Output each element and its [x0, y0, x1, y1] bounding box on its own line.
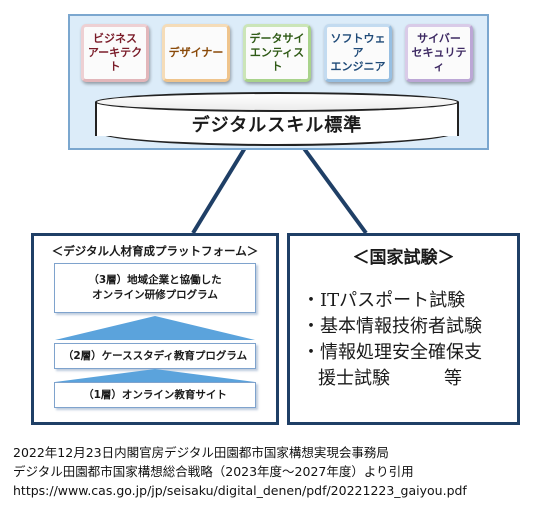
role-card-designer: デザイナー — [162, 24, 230, 82]
layer-3-box: （3層）地域企業と協働した オンライン研修プログラム — [54, 263, 256, 313]
exam-item-it-passport: ・ITパスポート試験 — [302, 290, 466, 311]
role-card-cyber-security: サイバー セキュリティ — [405, 24, 473, 82]
exam-list: ・ITパスポート試験 ・基本情報技術者試験 ・情報処理安全確保支 援士試験 等 — [302, 288, 513, 392]
role-card-data-scientist: データサイ エンティスト — [243, 24, 311, 82]
pyramid-arrow-upper — [55, 316, 255, 340]
exam-item-security-specialist: ・情報処理安全確保支 — [302, 342, 482, 363]
pyramid-arrow-lower — [55, 369, 255, 382]
exam-item-continuation: 援士試験 等 — [318, 368, 462, 389]
exam-title: ＜国家試験＞ — [352, 248, 455, 268]
citation-url: https://www.cas.go.jp/jp/seisaku/digital… — [13, 483, 467, 498]
platform-title: ＜デジタル人材育成プラットフォーム＞ — [51, 244, 259, 258]
digital-skill-standard-cylinder: デジタルスキル標準 — [95, 92, 459, 146]
connector-right — [298, 141, 368, 235]
citation-line-1: 2022年12月23日内閣官房デジタル田園都市国家構想実現会事務局 — [13, 445, 389, 460]
role-card-software-engineer: ソフトウェア エンジニア — [324, 24, 392, 82]
connector-left — [191, 141, 250, 235]
cylinder-label: デジタルスキル標準 — [191, 115, 363, 136]
cylinder-top — [95, 92, 459, 112]
layer-1-box: （1層）オンライン教育サイト — [54, 382, 256, 408]
training-platform-box: ＜デジタル人材育成プラットフォーム＞ （3層）地域企業と協働した オンライン研修… — [31, 233, 279, 425]
citation-line-2: デジタル田園都市国家構想総合戦略（2023年度～2027年度）より引用 — [13, 464, 414, 479]
source-citation: 2022年12月23日内閣官房デジタル田園都市国家構想実現会事務局 デジタル田園… — [13, 443, 553, 500]
skill-standard-panel: ビジネス アーキテクト デザイナー データサイ エンティスト ソフトウェア エン… — [68, 14, 489, 150]
exam-item-fundamental-it: ・基本情報技術者試験 — [302, 316, 482, 337]
national-exam-box: ＜国家試験＞ ・ITパスポート試験 ・基本情報技術者試験 ・情報処理安全確保支 … — [287, 233, 520, 425]
role-card-business-architect: ビジネス アーキテクト — [81, 24, 149, 82]
layer-2-box: （2層）ケーススタディ教育プログラム — [54, 343, 256, 369]
